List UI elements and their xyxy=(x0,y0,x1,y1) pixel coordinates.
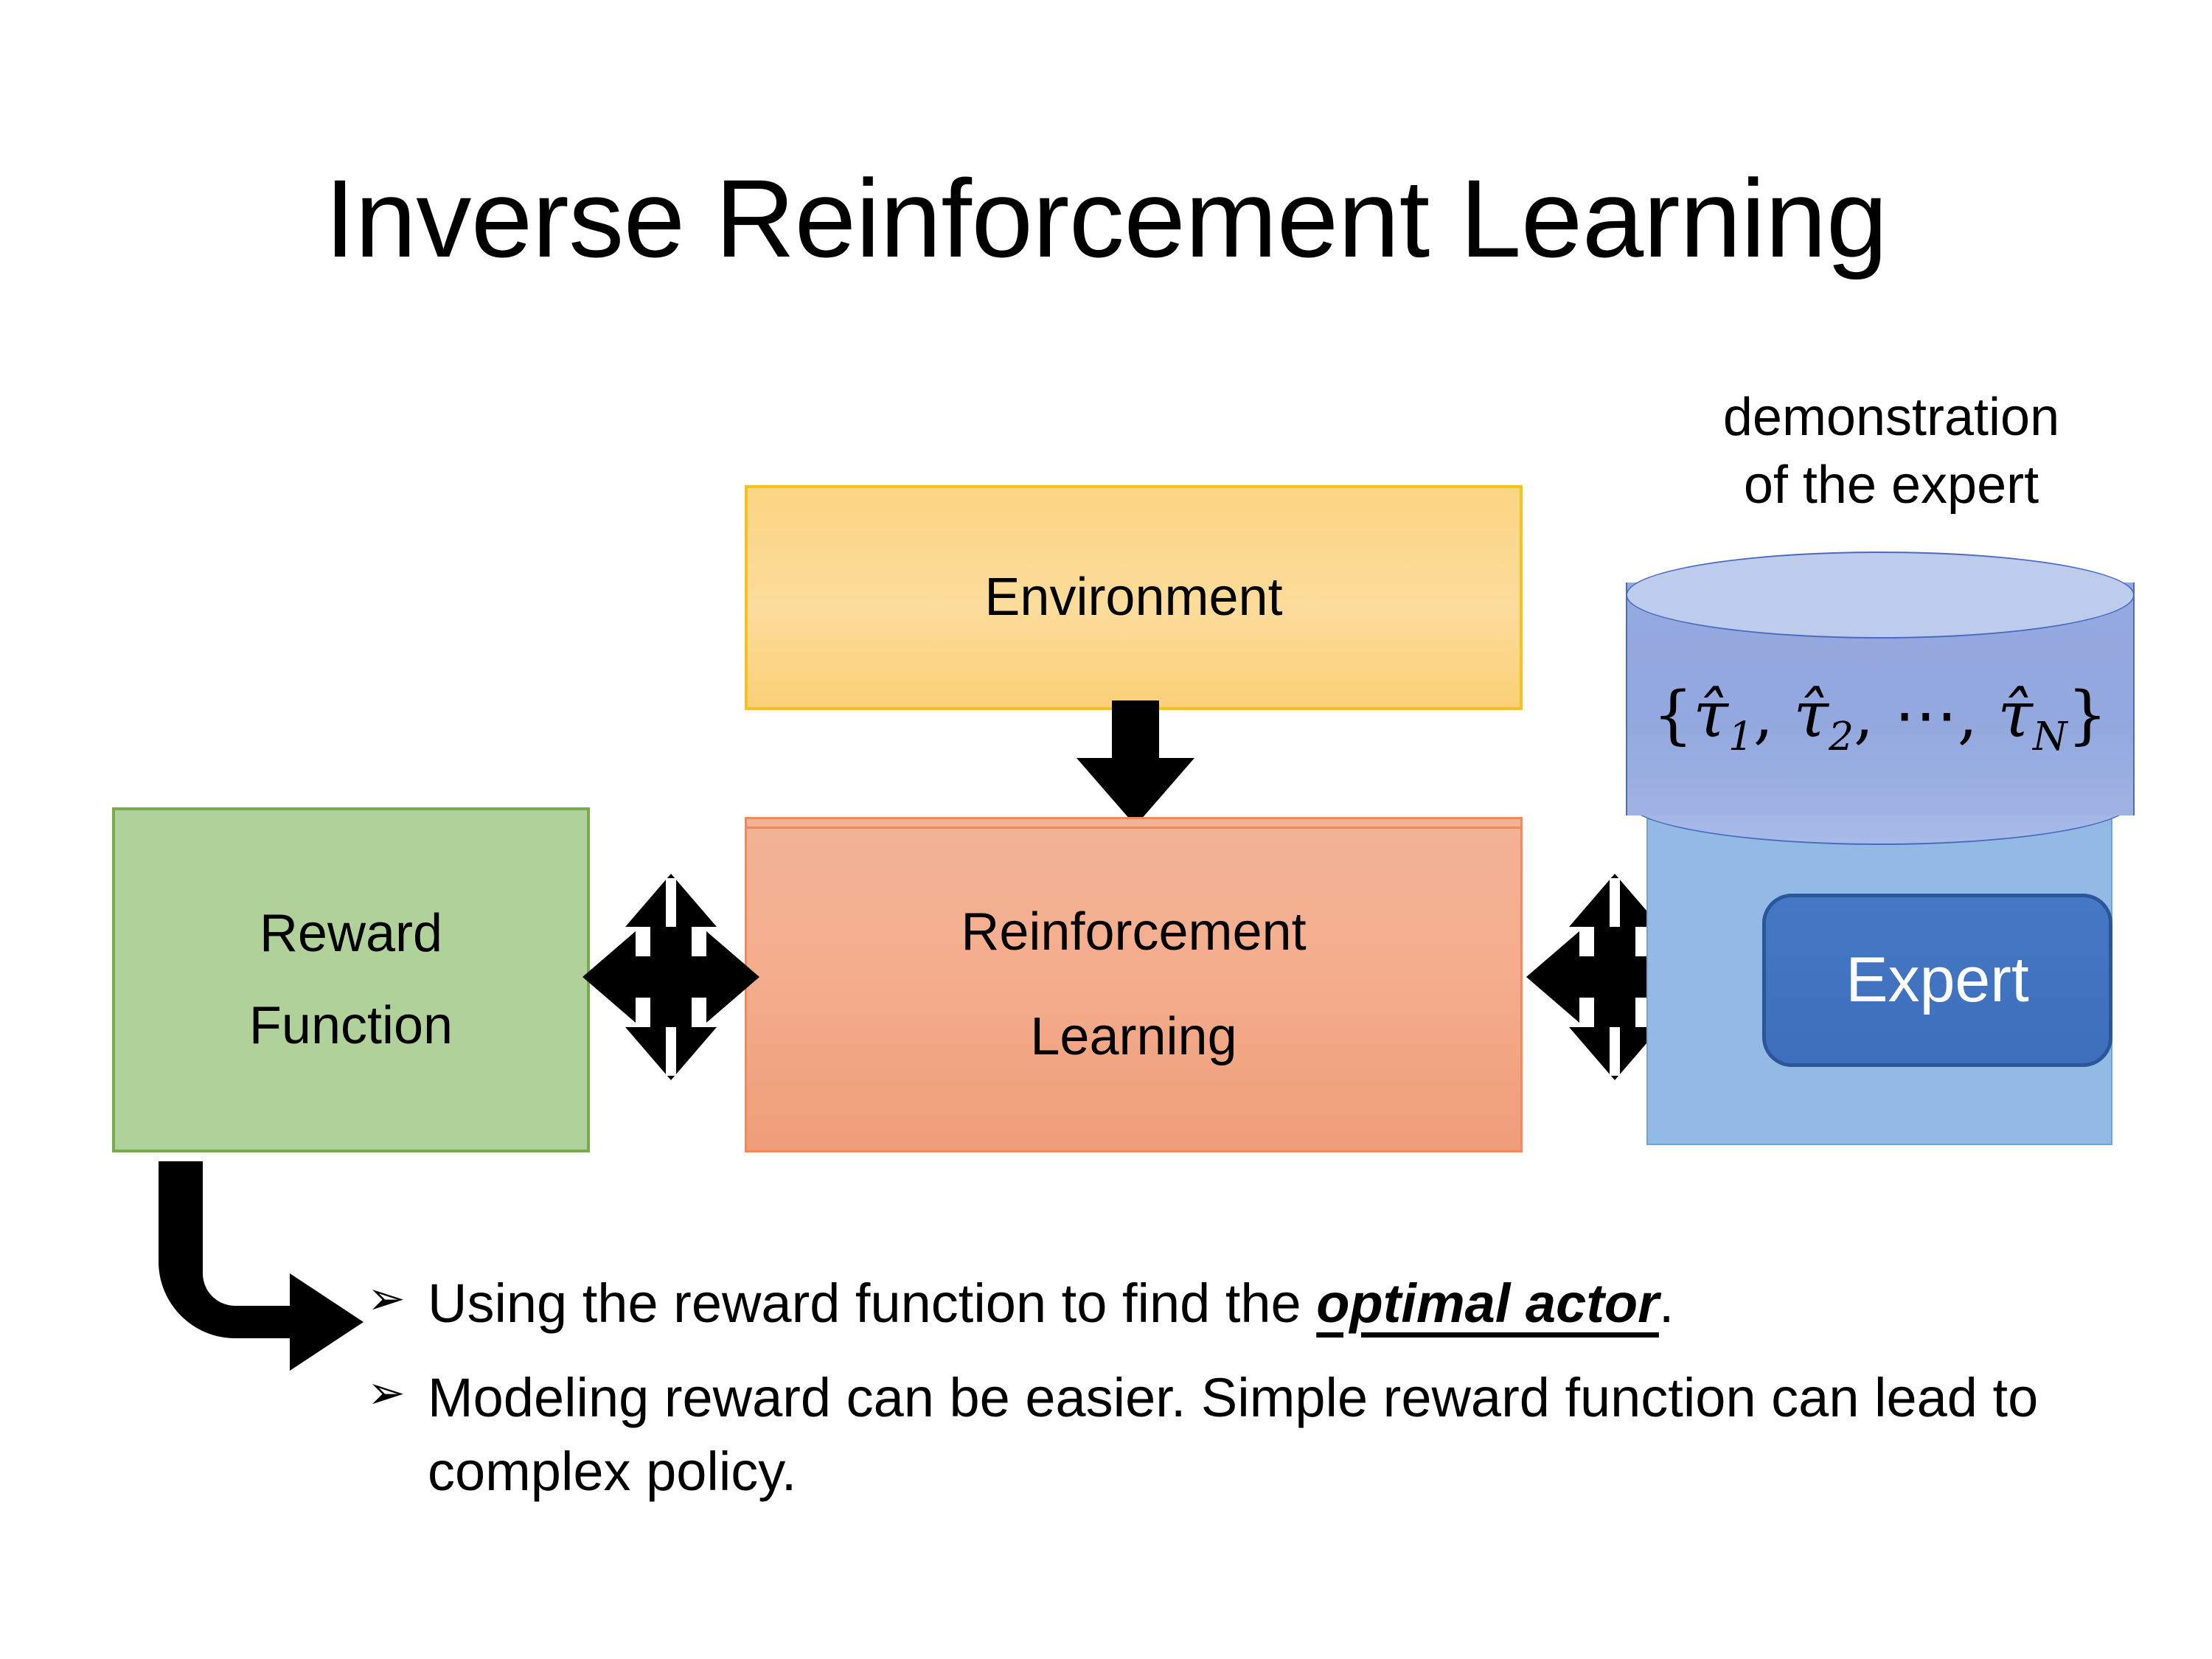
demonstration-caption-line2: of the expert xyxy=(1743,456,2039,515)
tau-1-subscript: 1 xyxy=(1728,714,1753,760)
expert-chip: Expert xyxy=(1762,894,2112,1067)
brace-close: } xyxy=(2067,678,2108,752)
brace-open: { xyxy=(1652,678,1694,752)
environment-box: Environment xyxy=(745,485,1523,710)
page-title: Inverse Reinforcement Learning xyxy=(324,156,1888,280)
bullet-1-emphasis: optimal actor xyxy=(1316,1273,1659,1334)
reward-to-bullets-elbow-arrow-icon xyxy=(159,1161,364,1371)
bullet-text-1: Using the reward function to find the op… xyxy=(428,1267,2100,1340)
environment-to-rl-arrow-icon xyxy=(1077,700,1194,826)
bullet-arrow-icon: ➢ xyxy=(367,1367,406,1419)
bullet-text-2: Modeling reward can be easier. Simple re… xyxy=(428,1361,2100,1509)
demonstration-caption: demonstration of the expert xyxy=(1633,383,2149,519)
rl-box-label-line1: Reinforcement xyxy=(961,902,1307,962)
reinforcement-learning-box: Reinforcement Learning xyxy=(745,817,1523,1152)
bullet-2-prefix: Modeling reward can be easier. Simple re… xyxy=(428,1366,2039,1502)
sep-2: , ⋯, xyxy=(1854,678,1998,752)
trajectory-cylinder-icon: {τ̂1, τ̂2, ⋯, τ̂N} xyxy=(1626,552,2135,846)
reward-function-box: Reward Function xyxy=(112,807,590,1152)
tau-n: τ̂ xyxy=(1997,678,2033,752)
bullet-arrow-icon: ➢ xyxy=(367,1273,406,1324)
bullet-1-suffix: . xyxy=(1658,1273,1674,1334)
list-item: ➢ Modeling reward can be easier. Simple … xyxy=(367,1361,2100,1509)
expert-chip-label: Expert xyxy=(1846,945,2029,1015)
bullet-list: ➢ Using the reward function to find the … xyxy=(367,1267,2100,1529)
demonstration-caption-line1: demonstration xyxy=(1722,388,2060,447)
environment-box-label: Environment xyxy=(984,567,1283,627)
tau-n-subscript: N xyxy=(2032,714,2067,760)
bullet-1-prefix: Using the reward function to find the xyxy=(428,1273,1317,1334)
reward-box-label-line1: Reward xyxy=(259,903,443,963)
trajectory-set-label: {τ̂1, τ̂2, ⋯, τ̂N} xyxy=(1626,678,2135,759)
tau-1: τ̂ xyxy=(1693,678,1728,752)
tau-2: τ̂ xyxy=(1793,678,1829,752)
list-item: ➢ Using the reward function to find the … xyxy=(367,1267,2100,1340)
reward-box-label-line2: Function xyxy=(248,996,453,1055)
reward-rl-bidirectional-arrow-icon xyxy=(582,874,759,1080)
sep-1: , xyxy=(1753,678,1794,752)
tau-2-subscript: 2 xyxy=(1829,714,1854,760)
rl-box-label-line2: Learning xyxy=(1030,1006,1237,1066)
cylinder-top-ellipse xyxy=(1626,552,2135,639)
